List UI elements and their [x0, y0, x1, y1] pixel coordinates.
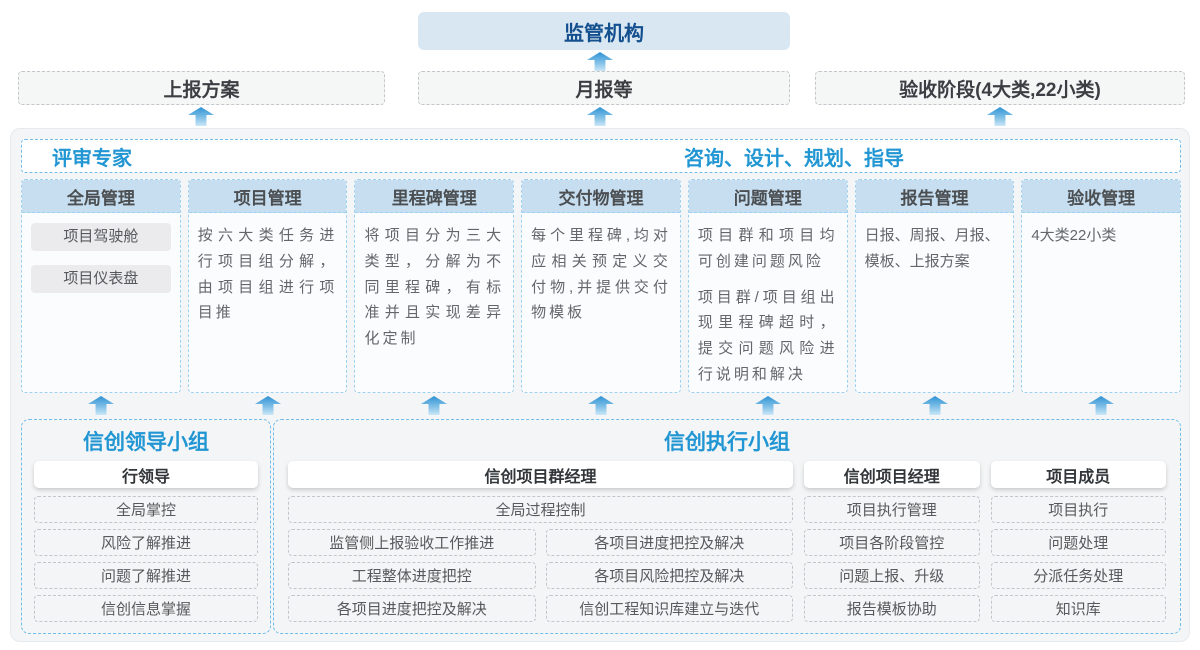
- duty-item: 全局掌控: [34, 496, 258, 523]
- column-acceptance-management: 验收管理 4大类22小类: [1021, 179, 1182, 393]
- program-manager-left-column: 监管侧上报验收工作推进 工程整体进度把控 各项目进度把控及解决: [288, 523, 536, 622]
- column-issue-management: 问题管理 项目群和项目均可创建问题风险 项目群/项目组出现里程碑超时，提交问题风…: [687, 179, 848, 393]
- duty-item: 知识库: [990, 595, 1166, 622]
- leadership-title: 信创领导小组: [83, 431, 209, 454]
- duty-item: 报告模板协助: [804, 595, 980, 622]
- duty-item: 项目执行管理: [804, 496, 980, 523]
- duty-item: 全局过程控制: [288, 496, 793, 523]
- report-plan-label: 上报方案: [163, 79, 240, 101]
- role-pill-project-manager: 信创项目经理: [804, 461, 980, 488]
- feature-pill: 项目仪表盘: [31, 265, 171, 293]
- role-pill-program-manager: 信创项目群经理: [288, 461, 793, 488]
- role-pill-project-member: 项目成员: [990, 461, 1166, 488]
- program-manager-right-column: 各项目进度把控及解决 各项目风险把控及解决 信创工程知识库建立与迭代: [545, 523, 793, 622]
- column-title: 验收管理: [1022, 180, 1181, 213]
- duty-item: 问题处理: [990, 529, 1166, 556]
- duty-item: 问题上报、升级: [804, 562, 980, 589]
- up-arrow-icon: [188, 107, 214, 126]
- project-member-section: 项目成员 项目执行 问题处理 分派任务处理 知识库: [990, 458, 1166, 622]
- up-arrow-icon: [755, 396, 781, 415]
- up-arrow-icon: [421, 396, 447, 415]
- up-arrow-icon: [587, 107, 613, 126]
- column-description: 项目群/项目组出现里程碑超时，提交问题风险进行说明和解决: [697, 288, 838, 383]
- column-description: 4大类22小类: [1031, 227, 1117, 244]
- duty-item: 各项目风险把控及解决: [545, 562, 793, 589]
- regulator-label: 监管机构: [564, 22, 644, 45]
- column-description: 项目群和项目均可创建问题风险: [697, 227, 838, 270]
- duty-item: 分派任务处理: [990, 562, 1166, 589]
- column-deliverable-management: 交付物管理 每个里程碑,均对应相关预定义交付物,并提供交付物模板: [521, 179, 681, 393]
- column-description: 每个里程碑,均对应相关预定义交付物,并提供交付物模板: [531, 227, 671, 322]
- column-milestone-management: 里程碑管理 将项目分为三大类型，分解为不同里程碑，有标准并且实现差异化定制: [354, 179, 515, 393]
- duty-item: 项目执行: [990, 496, 1166, 523]
- acceptance-stage-box: 验收阶段(4大类,22小类): [815, 71, 1185, 105]
- feature-pill: 项目驾驶舱: [31, 223, 171, 251]
- experts-strip: 评审专家 咨询、设计、规划、指导: [21, 139, 1181, 173]
- column-title: 里程碑管理: [355, 180, 514, 213]
- program-manager-section: 信创项目群经理 全局过程控制 监管侧上报验收工作推进 工程整体进度把控 各项目进…: [288, 458, 793, 622]
- execution-title: 信创执行小组: [664, 431, 790, 454]
- duty-item: 信创工程知识库建立与迭代: [545, 595, 793, 622]
- management-panel: 评审专家 咨询、设计、规划、指导 全局管理 项目驾驶舱 项目仪表盘 项目管理 按…: [10, 128, 1190, 642]
- duty-item: 信创信息掌握: [34, 595, 258, 622]
- column-description: 将项目分为三大类型，分解为不同里程碑，有标准并且实现差异化定制: [364, 227, 505, 348]
- up-arrow-icon: [255, 396, 281, 415]
- up-arrow-icon: [588, 396, 614, 415]
- up-arrow-icon: [587, 52, 613, 71]
- module-columns: 全局管理 项目驾驶舱 项目仪表盘 项目管理 按六大类任务进行项目组分解，由项目组…: [21, 179, 1182, 393]
- duty-item: 各项目进度把控及解决: [288, 595, 536, 622]
- monthly-report-box: 月报等: [418, 71, 790, 105]
- consult-label: 咨询、设计、规划、指导: [684, 147, 904, 170]
- column-title: 全局管理: [22, 180, 180, 213]
- up-arrow-icon: [987, 107, 1013, 126]
- report-plan-box: 上报方案: [18, 71, 385, 105]
- column-description: 按六大类任务进行项目组分解，由项目组进行项目推: [197, 227, 338, 322]
- duty-item: 问题了解推进: [34, 562, 258, 589]
- column-title: 报告管理: [855, 180, 1014, 213]
- duty-item: 风险了解推进: [34, 529, 258, 556]
- regulator-box: 监管机构: [418, 12, 790, 50]
- duty-item: 工程整体进度把控: [288, 562, 536, 589]
- monthly-report-label: 月报等: [575, 79, 633, 101]
- role-pill-bank-leader: 行领导: [34, 461, 258, 488]
- column-global-management: 全局管理 项目驾驶舱 项目仪表盘: [21, 179, 181, 393]
- leadership-group: 信创领导小组 行领导 全局掌控 风险了解推进 问题了解推进 信创信息掌握: [21, 419, 271, 634]
- duty-item: 项目各阶段管控: [804, 529, 980, 556]
- duty-item: 监管侧上报验收工作推进: [288, 529, 536, 556]
- column-description: 日报、周报、月报、模板、上报方案: [864, 227, 1000, 270]
- project-manager-section: 信创项目经理 项目执行管理 项目各阶段管控 问题上报、升级 报告模板协助: [804, 458, 980, 622]
- up-arrow-icon: [88, 396, 114, 415]
- column-project-management: 项目管理 按六大类任务进行项目组分解，由项目组进行项目推: [187, 179, 348, 393]
- column-title: 项目管理: [188, 180, 347, 213]
- column-report-management: 报告管理 日报、周报、月报、模板、上报方案: [854, 179, 1015, 393]
- up-arrow-icon: [922, 396, 948, 415]
- up-arrow-icon: [1088, 396, 1114, 415]
- experts-label: 评审专家: [52, 147, 132, 170]
- acceptance-stage-label: 验收阶段(4大类,22小类): [899, 79, 1101, 101]
- column-title: 交付物管理: [522, 180, 680, 213]
- duty-item: 各项目进度把控及解决: [545, 529, 793, 556]
- execution-group: 信创执行小组 信创项目群经理 全局过程控制 监管侧上报验收工作推进 工程整体进度…: [273, 419, 1181, 634]
- column-title: 问题管理: [688, 180, 847, 213]
